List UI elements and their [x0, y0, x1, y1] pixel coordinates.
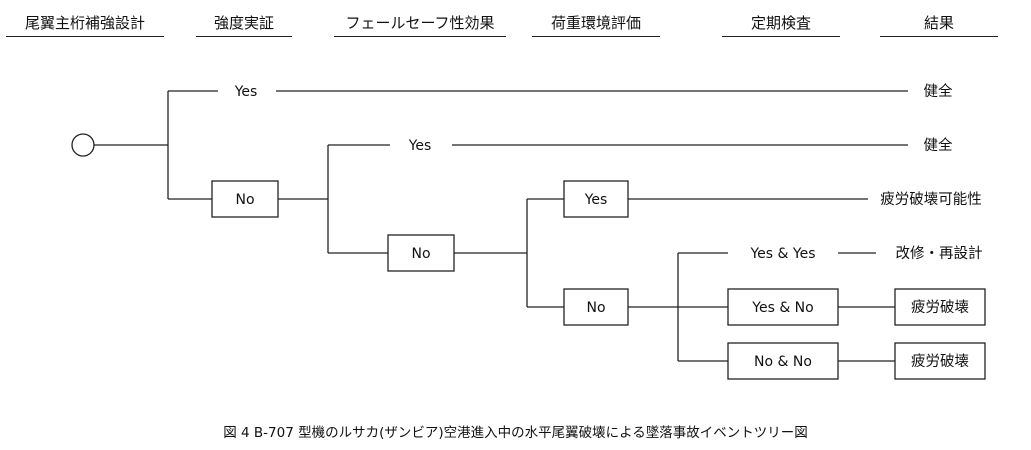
header-underline [532, 36, 660, 37]
branch-label-yes-and-yes: Yes & Yes [749, 246, 815, 262]
header-wing-spar-design: 尾翼主桁補強設計 [24, 14, 145, 32]
header-underline [6, 36, 164, 37]
outcome-box [894, 342, 986, 380]
yes-box [563, 180, 629, 218]
header-strength-verification: 強度実証 [213, 14, 274, 32]
header-result: 結果 [923, 14, 954, 32]
branch-label-no: No [235, 192, 254, 208]
header-underline [196, 36, 292, 37]
outcome-fatigue-failure: 疲労破壊 [911, 353, 969, 370]
outcome-fatigue-failure: 疲労破壊 [911, 299, 969, 316]
yes-and-no-box [727, 288, 839, 326]
outcome-possible-fatigue-failure: 疲労破壊可能性 [880, 191, 982, 208]
branch-label-yes: Yes [584, 192, 608, 208]
no-box [211, 180, 279, 218]
figure-caption: 図 4 B-707 型機のルサカ(ザンビア)空港進入中の水平尾翼破壊による墜落事… [223, 425, 808, 441]
outcome-box [894, 288, 986, 326]
outcome-sound: 健全 [924, 136, 953, 154]
no-and-no-box [727, 342, 839, 380]
header-underline [722, 36, 840, 37]
branch-label-yes: Yes [234, 84, 258, 100]
branch-label-yes-and-no: Yes & No [751, 300, 813, 316]
branch-label-no-and-no: No & No [754, 354, 812, 370]
branch-label-no: No [411, 246, 430, 262]
header-underline [880, 36, 998, 37]
header-periodic-inspection: 定期検査 [750, 14, 811, 32]
no-box [563, 288, 629, 326]
header-load-environment-evaluation: 荷重環境評価 [550, 14, 641, 32]
no-box [387, 234, 455, 272]
outcome-repair-redesign: 改修・再設計 [896, 245, 983, 262]
initiating-event-node [71, 133, 95, 157]
outcome-sound: 健全 [924, 82, 953, 100]
header-underline [334, 36, 506, 37]
branch-label-no: No [586, 300, 605, 316]
header-fail-safe-effect: フェールセーフ性効果 [345, 14, 495, 32]
branch-label-yes: Yes [408, 138, 432, 154]
